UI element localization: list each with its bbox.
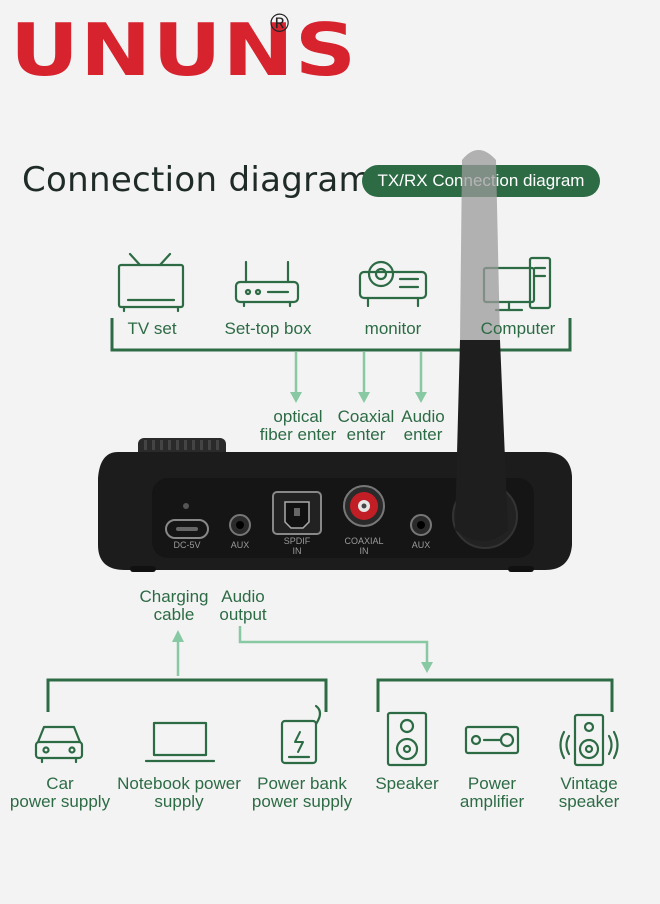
audio-input-label: Audio enter bbox=[401, 407, 445, 444]
projector-icon bbox=[358, 260, 428, 308]
charging-cable-label: Charging cable bbox=[139, 587, 209, 624]
input-arrows bbox=[290, 352, 427, 403]
source-label-set-top-box: Set-top box bbox=[224, 319, 312, 338]
source-label-tv: TV set bbox=[127, 319, 177, 338]
tv-icon bbox=[117, 252, 185, 313]
output-label-vintage-speaker: Vintage speaker bbox=[558, 774, 620, 811]
coaxial-input-label: Coaxial enter bbox=[337, 407, 395, 444]
output-arrows bbox=[172, 626, 433, 676]
port-label-spdif: SPDIF IN bbox=[283, 536, 311, 556]
brand-logo: UNUNS bbox=[10, 8, 358, 92]
port-label-aux-left: AUX bbox=[230, 540, 250, 550]
power-label-car: Car power supply bbox=[9, 774, 111, 811]
port-label-dc: DC-5V bbox=[173, 540, 201, 550]
audio-output-bracket bbox=[376, 678, 614, 712]
audio-output-label: Audio output bbox=[219, 587, 267, 624]
source-label-computer: Computer bbox=[480, 319, 556, 338]
optical-input-label: optical fiber enter bbox=[259, 407, 337, 444]
sources-bracket bbox=[110, 318, 572, 352]
power-bracket bbox=[46, 678, 328, 712]
page-title: Connection diagram bbox=[22, 160, 372, 200]
power-label-power-bank: Power bank power supply bbox=[251, 774, 353, 811]
port-label-aux-right: AUX bbox=[411, 540, 431, 550]
car-icon bbox=[34, 725, 84, 764]
set-top-box-icon bbox=[234, 260, 300, 308]
port-label-coaxial: COAXIAL IN bbox=[344, 536, 384, 556]
source-label-monitor: monitor bbox=[364, 319, 422, 338]
antenna bbox=[455, 150, 508, 541]
device-body bbox=[98, 438, 572, 572]
registered-mark: ® bbox=[270, 8, 290, 38]
power-bank-icon bbox=[280, 704, 322, 765]
speaker-icon bbox=[386, 711, 428, 767]
vintage-speaker-icon bbox=[559, 713, 619, 767]
amplifier-icon bbox=[464, 725, 520, 755]
output-label-speaker: Speaker bbox=[375, 774, 439, 793]
output-label-amplifier: Power amplifier bbox=[459, 774, 525, 811]
power-label-notebook: Notebook power supply bbox=[117, 774, 241, 811]
laptop-icon bbox=[144, 721, 216, 763]
